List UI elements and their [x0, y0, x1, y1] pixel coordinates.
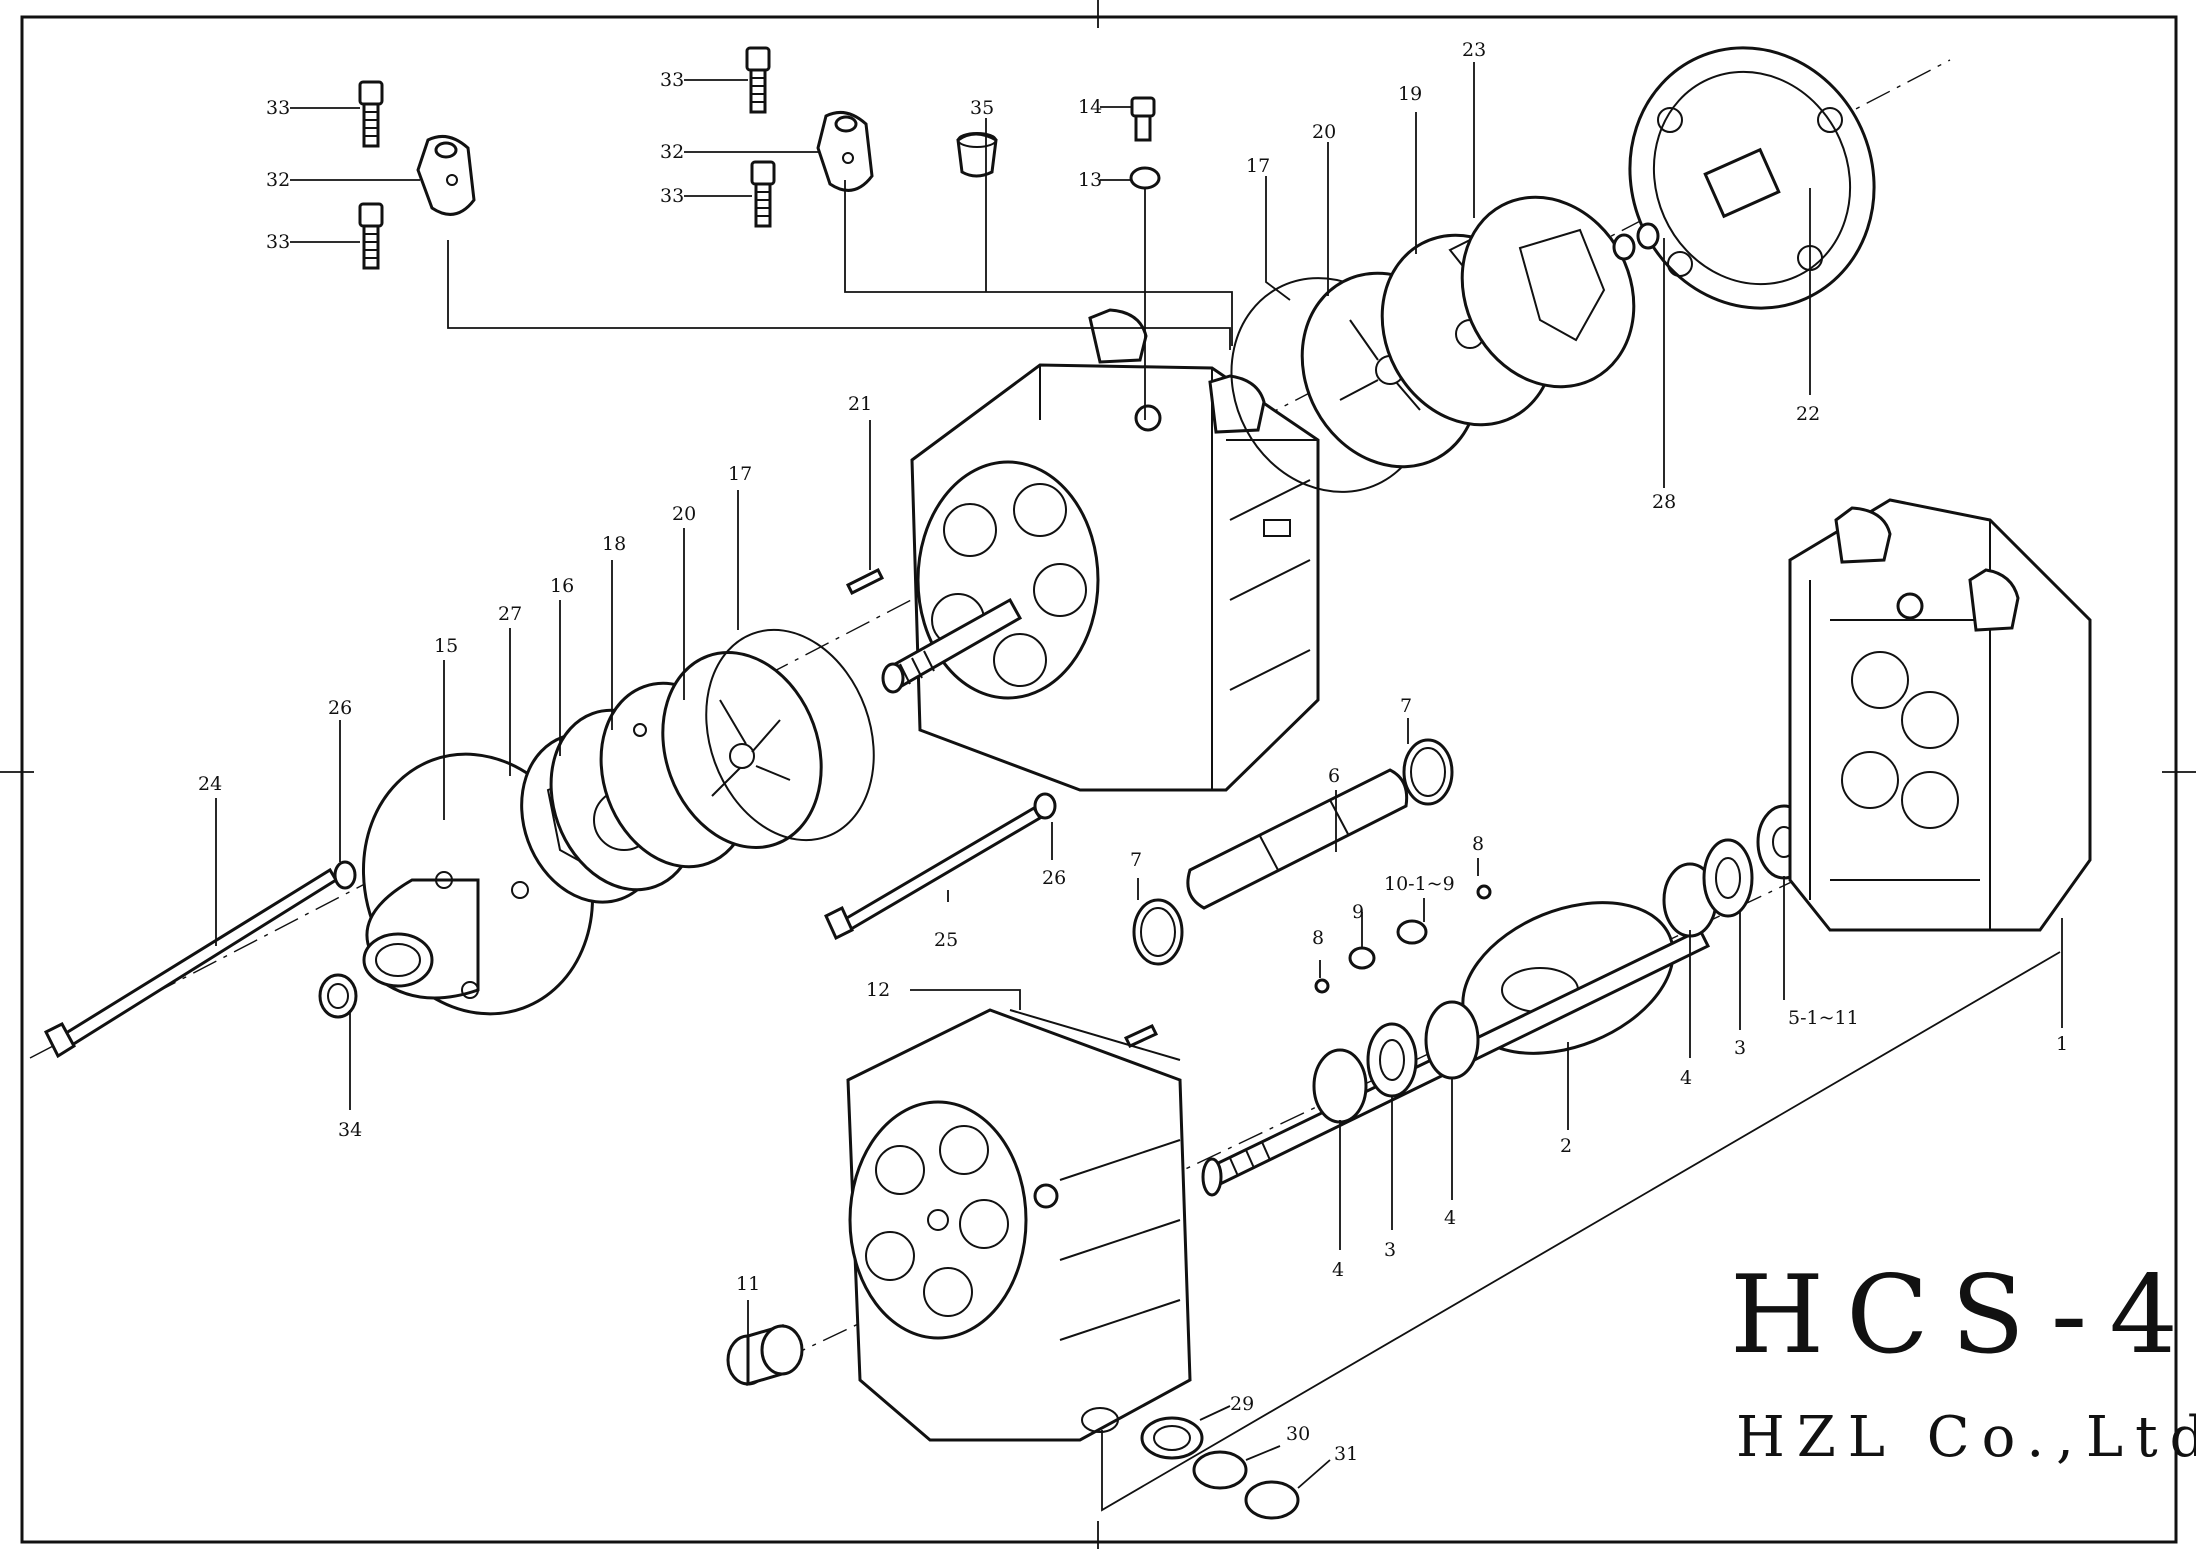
label-14: 14 — [1078, 96, 1102, 118]
label-20-lower: 20 — [672, 503, 696, 525]
label-7-left: 7 — [1130, 849, 1142, 871]
o-ring-17-lower — [705, 628, 875, 842]
label-33d: 33 — [660, 185, 684, 207]
label-33a: 33 — [266, 97, 290, 119]
label-17-upper: 17 — [1246, 155, 1270, 177]
bolt-33c — [745, 46, 771, 114]
leader-lines — [215, 62, 2063, 1512]
label-4-upper: 4 — [1680, 1067, 1692, 1089]
label-24: 24 — [198, 773, 222, 795]
label-3-upper: 3 — [1734, 1037, 1746, 1059]
label-25: 25 — [934, 929, 958, 951]
shoe-10 — [1396, 919, 1428, 945]
label-28: 28 — [1652, 491, 1676, 513]
label-30: 30 — [1286, 1423, 1310, 1445]
o-ring-7-left — [1132, 898, 1184, 966]
label-19: 19 — [1398, 83, 1422, 105]
label-32b: 32 — [660, 141, 684, 163]
bolt-14 — [1130, 96, 1156, 142]
label-21: 21 — [848, 393, 872, 415]
valve-plate-20-lower — [661, 651, 823, 849]
label-9: 9 — [1352, 901, 1364, 923]
seal-34 — [318, 973, 358, 1019]
label-8-upper: 8 — [1472, 833, 1484, 855]
ball-8-upper — [1476, 884, 1492, 900]
pin-21 — [845, 567, 885, 596]
label-3-lower: 3 — [1384, 1239, 1396, 1261]
label-23: 23 — [1462, 39, 1486, 61]
label-20-upper: 20 — [1312, 121, 1336, 143]
label-32a: 32 — [266, 169, 290, 191]
long-bolt-24 — [43, 867, 339, 1059]
label-12: 12 — [866, 979, 890, 1001]
thrust-bearing-3a — [1366, 1022, 1418, 1098]
label-26-left: 26 — [328, 697, 352, 719]
thrust-washer-4b — [1424, 1000, 1480, 1080]
label-4-left: 4 — [1332, 1259, 1344, 1281]
label-35: 35 — [970, 97, 994, 119]
bolt-33b — [358, 202, 384, 270]
label-7-right: 7 — [1400, 695, 1412, 717]
flange-plate-32b — [816, 110, 874, 192]
thrust-washer-4a — [1312, 1048, 1368, 1124]
label-29: 29 — [1230, 1393, 1254, 1415]
company-name: HZL Co.,Ltd. — [1736, 1405, 2196, 1470]
label-27: 27 — [498, 603, 522, 625]
seal-29 — [1140, 1416, 1204, 1460]
washer-26-right — [1033, 792, 1057, 820]
label-8-lower: 8 — [1312, 927, 1324, 949]
label-6: 6 — [1328, 765, 1340, 787]
drawing-border — [20, 15, 2178, 1544]
ring-30 — [1192, 1450, 1248, 1490]
bushing-11 — [726, 1323, 804, 1387]
rear-head-22 — [1628, 46, 1876, 310]
model-title: HCS-48 — [1730, 1253, 2196, 1378]
part-labels: 33 32 33 33 32 33 35 14 13 17 20 19 23 2… — [198, 39, 2068, 1465]
label-34: 34 — [338, 1119, 362, 1141]
bolt-33d — [750, 160, 776, 228]
o-ring-7-right — [1402, 738, 1454, 806]
label-10: 10-1~9 — [1384, 873, 1455, 895]
label-5: 5-1~11 — [1788, 1007, 1859, 1029]
through-bolt-25 — [824, 805, 1043, 941]
piston-6 — [1186, 768, 1409, 910]
label-11: 11 — [736, 1273, 760, 1295]
bolt-33a — [358, 80, 384, 148]
label-2: 2 — [1560, 1135, 1572, 1157]
thrust-bearing-3b — [1702, 838, 1754, 918]
label-13: 13 — [1078, 169, 1102, 191]
label-18: 18 — [602, 533, 626, 555]
nut-28 — [1612, 222, 1660, 261]
label-33b: 33 — [266, 231, 290, 253]
lower-cylinder-block-12 — [846, 1008, 1192, 1442]
ball-8-lower — [1314, 978, 1330, 994]
shoe-9 — [1348, 946, 1376, 970]
label-4-right: 4 — [1444, 1207, 1456, 1229]
washer-26-left — [333, 860, 357, 890]
label-15: 15 — [434, 635, 458, 657]
shaft-upper-spline — [881, 597, 1023, 694]
o-ring-13 — [1129, 166, 1161, 190]
front-cylinder-block-1 — [1788, 498, 2092, 932]
label-1: 1 — [2056, 1033, 2068, 1055]
label-17-lower: 17 — [728, 463, 752, 485]
plug-35 — [956, 132, 998, 178]
pin-small-lower — [1123, 1024, 1159, 1048]
label-31: 31 — [1334, 1443, 1358, 1465]
label-26-right: 26 — [1042, 867, 1066, 889]
snap-ring-31 — [1244, 1480, 1300, 1520]
label-33c: 33 — [660, 69, 684, 91]
label-22: 22 — [1796, 403, 1820, 425]
rear-cylinder-block — [910, 308, 1320, 792]
flange-plate-32a — [416, 134, 476, 216]
label-16: 16 — [550, 575, 574, 597]
